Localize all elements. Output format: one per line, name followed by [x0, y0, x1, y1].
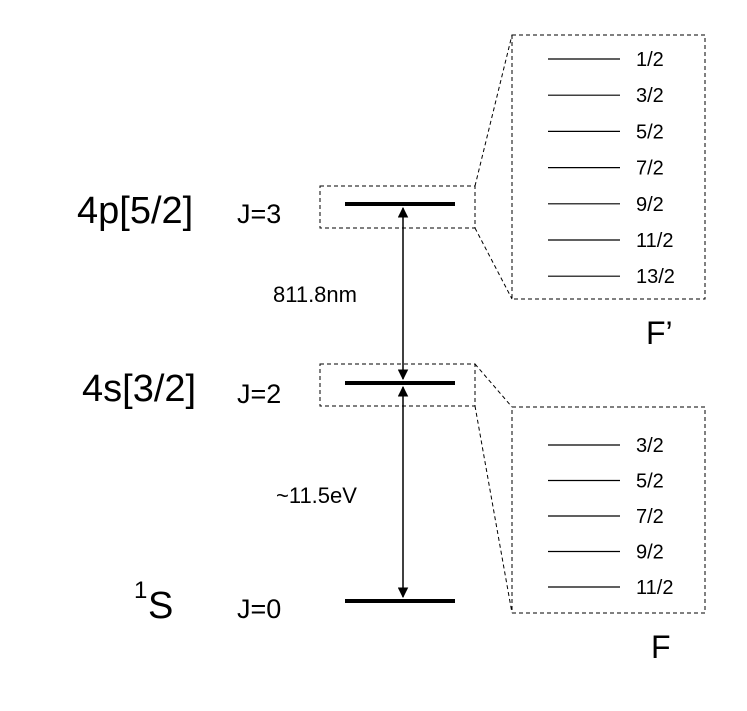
lower-hyperfine-sublevel-label: 3/2 [636, 435, 664, 457]
middle-level-config-label: 4s[3/2] [82, 368, 196, 410]
lower-hyperfine-sublevel-label: 9/2 [636, 542, 664, 564]
transition-label-middle-ground: ~11.5eV [276, 483, 357, 508]
upper-hyperfine-sublevel-label: 11/2 [636, 230, 673, 252]
lower-hyperfine-box [511, 406, 706, 614]
lower-hyperfine-sublevel-label: 11/2 [636, 577, 673, 599]
lower-hyperfine-sublevel-label: 5/2 [636, 471, 664, 493]
upper-hyperfine-sublevel-label: 9/2 [636, 194, 664, 216]
upper-level-zoom-box [319, 185, 476, 229]
upper-hyperfine-sublevel-label: 5/2 [636, 121, 664, 143]
ground-level-j-label: J=0 [237, 594, 281, 624]
transition-label-upper-middle: 811.8nm [273, 282, 357, 307]
upper-hyperfine-levels: 1/2 3/2 5/2 7/2 9/2 11/2 13/2 [548, 49, 675, 288]
ground-level-config-superscript: 1 [134, 577, 147, 604]
lower-hyperfine-f-label: F [651, 629, 671, 665]
upper-hyperfine-sublevel-label: 1/2 [636, 49, 664, 71]
lower-hyperfine-sublevel-label: 7/2 [636, 506, 664, 528]
upper-level-config-label: 4p[5/2] [77, 190, 193, 232]
upper-hyperfine-sublevel-label: 3/2 [636, 85, 664, 107]
upper-zoom-connector-top [474, 34, 513, 187]
ground-level-config-label: S [148, 585, 173, 627]
upper-hyperfine-sublevel-label: 7/2 [636, 158, 664, 180]
middle-level-j-label: J=2 [237, 379, 281, 409]
upper-hyperfine-sublevel-label: 13/2 [636, 266, 675, 288]
upper-level-j-label: J=3 [237, 199, 281, 229]
upper-hyperfine-box [511, 34, 706, 300]
lower-zoom-connector-top [474, 363, 513, 408]
upper-zoom-connector-bottom [474, 227, 513, 300]
lower-hyperfine-levels: 3/2 5/2 7/2 9/2 11/2 [548, 435, 673, 599]
lower-zoom-connector-bottom [474, 405, 513, 614]
middle-level-zoom-box [319, 363, 476, 407]
upper-hyperfine-f-label: F’ [646, 315, 673, 351]
